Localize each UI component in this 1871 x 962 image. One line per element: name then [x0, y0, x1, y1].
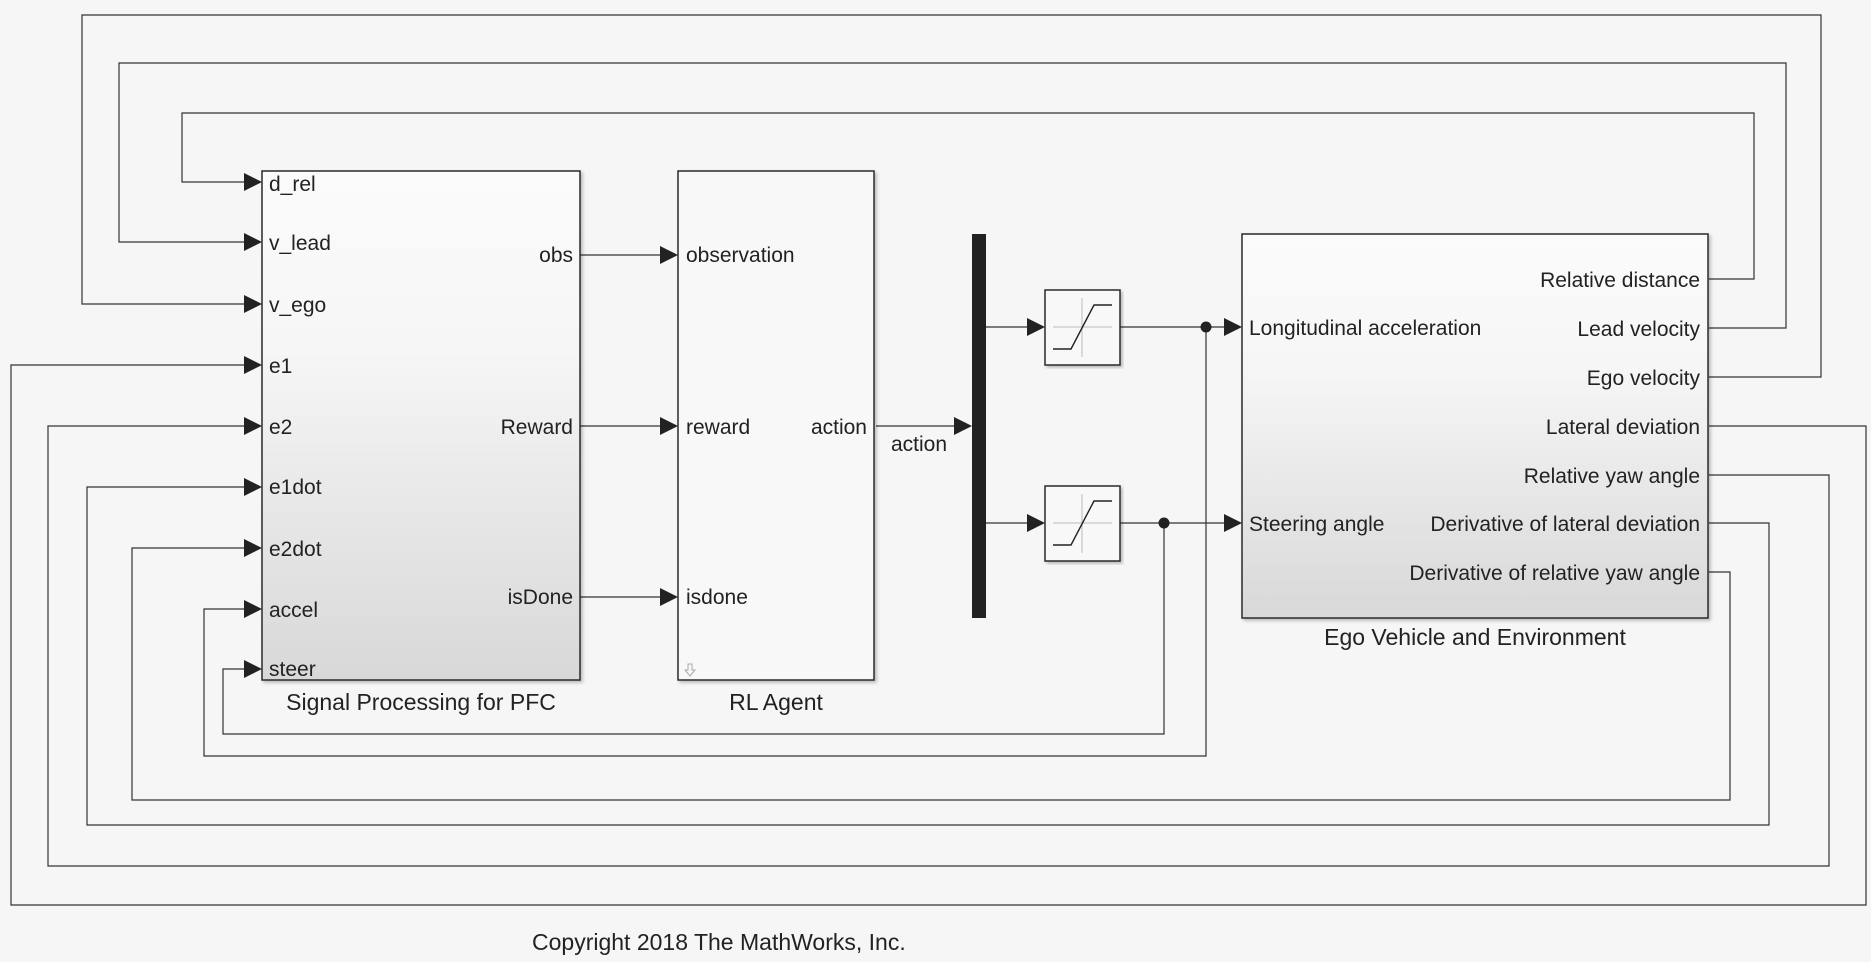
saturation-curve-icon: [1053, 500, 1112, 546]
arrowhead-v-lead: [244, 233, 262, 251]
wire-accel-feedback[interactable]: [203, 327, 1207, 757]
ego-out-ego-velocity: Ego velocity: [1587, 367, 1701, 390]
wire-lateral-deviation[interactable]: [10, 364, 1867, 906]
action-signal-label: action: [891, 433, 947, 456]
sp-in-accel: accel: [269, 599, 318, 622]
wire-relative-yaw-angle[interactable]: [47, 425, 1830, 867]
arrowhead-isdone: [660, 588, 678, 606]
ego-vehicle-block-name: Ego Vehicle and Environment: [1324, 624, 1626, 650]
arrowhead-d-rel: [244, 173, 262, 191]
arrowhead-long-accel: [1224, 318, 1242, 336]
ego-out-derivative-relative-yaw-angle: Derivative of relative yaw angle: [1409, 562, 1700, 585]
ego-vehicle-block[interactable]: Longitudinal acceleration Steering angle…: [1241, 233, 1709, 619]
branch-point-accel: [1200, 321, 1212, 333]
sp-in-e2: e2: [269, 416, 292, 439]
arrowhead-e1: [244, 356, 262, 374]
ego-out-relative-distance: Relative distance: [1540, 269, 1700, 292]
agent-in-reward: reward: [686, 416, 750, 439]
arrowhead-reward: [660, 417, 678, 435]
wire-derivative-lateral-deviation[interactable]: [86, 486, 1770, 826]
arrowhead-e2: [244, 417, 262, 435]
signal-processing-block[interactable]: d_rel v_lead v_ego e1 e2 e1dot e2dot acc…: [261, 170, 581, 681]
sp-in-v-ego: v_ego: [269, 294, 326, 317]
sp-in-e1dot: e1dot: [269, 476, 322, 499]
sp-in-d-rel: d_rel: [269, 173, 316, 196]
copyright-text: Copyright 2018 The MathWorks, Inc.: [532, 929, 906, 955]
sp-in-e2dot: e2dot: [269, 538, 322, 561]
wire-ego-velocity[interactable]: [81, 14, 1822, 378]
arrowheads: [244, 173, 1242, 678]
branch-point-steer: [1158, 517, 1170, 529]
ego-out-lateral-deviation: Lateral deviation: [1546, 416, 1700, 439]
arrowhead-accel: [244, 600, 262, 618]
agent-in-observation: observation: [686, 244, 795, 267]
rl-agent-block-name: RL Agent: [729, 689, 823, 715]
saturation-block-steer[interactable]: [1044, 485, 1121, 562]
arrowhead-observation: [660, 246, 678, 264]
agent-out-action: action: [811, 416, 867, 439]
ego-out-lead-velocity: Lead velocity: [1577, 318, 1700, 341]
ego-out-relative-yaw-angle: Relative yaw angle: [1524, 465, 1700, 488]
ego-out-derivative-lateral-deviation: Derivative of lateral deviation: [1430, 513, 1700, 536]
saturation-block-accel[interactable]: [1044, 289, 1121, 366]
sp-out-isdone: isDone: [508, 586, 573, 609]
arrowhead-steer: [244, 660, 262, 678]
rl-agent-block[interactable]: observation reward isdone action: [677, 170, 875, 681]
agent-in-isdone: isdone: [686, 586, 748, 609]
demux-block[interactable]: [972, 234, 986, 618]
sp-out-reward: Reward: [501, 416, 573, 439]
sp-in-e1: e1: [269, 355, 292, 378]
ego-in-steering-angle: Steering angle: [1249, 513, 1384, 536]
arrowhead-v-ego: [244, 295, 262, 313]
sp-out-obs: obs: [539, 244, 573, 267]
saturation-curve-icon: [1053, 304, 1112, 350]
wire-derivative-relative-yaw-angle[interactable]: [131, 547, 1731, 801]
sp-in-steer: steer: [269, 658, 316, 681]
signal-wires: [10, 14, 1867, 906]
signal-processing-block-name: Signal Processing for PFC: [286, 689, 556, 715]
link-arrow-icon: [683, 663, 697, 677]
sp-in-v-lead: v_lead: [269, 232, 331, 255]
arrowhead-sat2-in: [1027, 514, 1045, 532]
arrowhead-sat1-in: [1027, 318, 1045, 336]
ego-in-longitudinal-acceleration: Longitudinal acceleration: [1249, 317, 1481, 340]
arrowhead-steering-angle: [1224, 514, 1242, 532]
wire-relative-distance[interactable]: [181, 112, 1755, 280]
wire-steer-feedback[interactable]: [222, 523, 1165, 735]
arrowhead-e1dot: [244, 478, 262, 496]
arrowhead-e2dot: [244, 539, 262, 557]
wire-lead-velocity[interactable]: [118, 62, 1787, 329]
arrowhead-demux-in: [954, 417, 972, 435]
